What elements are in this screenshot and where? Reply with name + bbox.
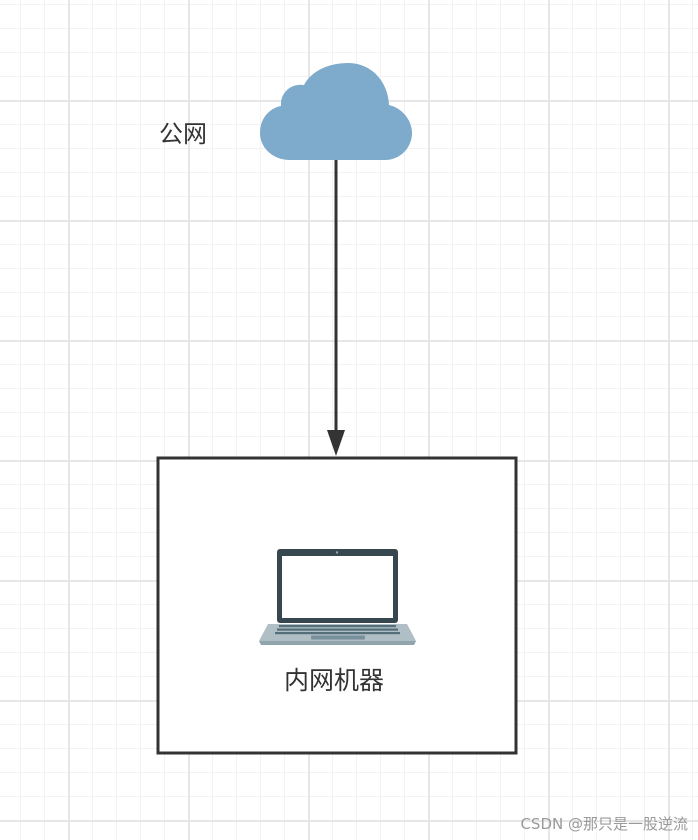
watermark: CSDN @那只是一股逆流	[520, 815, 688, 833]
laptop-icon	[259, 549, 416, 645]
public-network-label: 公网	[159, 120, 207, 148]
edge-public-to-internal	[327, 160, 345, 456]
cloud-icon[interactable]	[260, 63, 412, 160]
internal-machine-label: 内网机器	[284, 666, 385, 695]
arrowhead	[327, 430, 345, 456]
